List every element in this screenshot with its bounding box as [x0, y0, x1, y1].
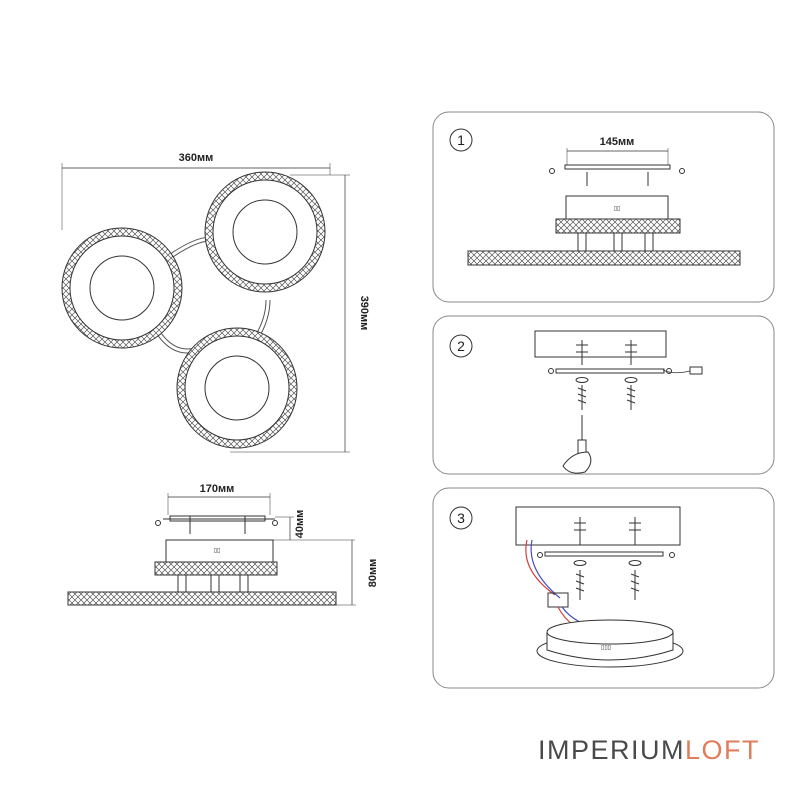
svg-text:▯▯▯: ▯▯▯	[601, 645, 611, 651]
mount-height-label: 40мм	[294, 510, 306, 539]
top-view-drawing	[61, 163, 350, 453]
step-2-panel: 2	[432, 315, 775, 475]
step-3-badge	[449, 506, 473, 530]
brand-logo: IMPERIUMLOFT	[538, 735, 760, 766]
step-1-dimension: 145мм	[600, 136, 635, 148]
step-2-badge	[449, 334, 473, 358]
step-1-badge	[449, 128, 473, 152]
step-3-number: 3	[457, 510, 465, 526]
step-1-panel: 1 ▯▯ 145мм	[432, 111, 775, 303]
total-height-label: 80мм	[367, 559, 379, 588]
side-view-drawing: ▯▯	[67, 493, 356, 606]
step-2-number: 2	[457, 338, 465, 354]
dimension-width-label: 360мм	[179, 152, 214, 164]
svg-text:▯▯: ▯▯	[214, 548, 221, 554]
svg-text:▯▯: ▯▯	[614, 206, 621, 212]
brand-logo-part2: LOFT	[684, 735, 760, 765]
mount-width-label: 170мм	[200, 483, 235, 495]
step-1-number: 1	[457, 132, 465, 148]
step-3-panel: 3 ▯▯▯	[432, 487, 775, 689]
brand-logo-part1: IMPERIUM	[537, 735, 685, 765]
dimension-height-label: 390мм	[358, 296, 370, 331]
